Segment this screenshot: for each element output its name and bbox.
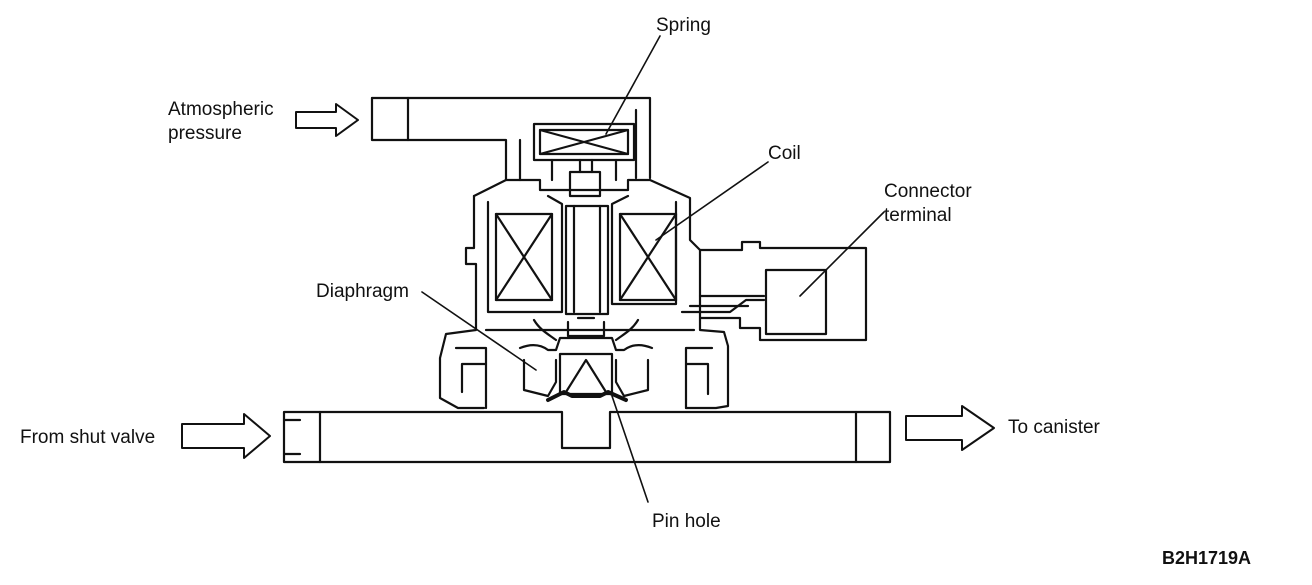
leader-coil — [655, 161, 769, 241]
inflow-arrow-icon — [181, 413, 271, 459]
figure-reference: B2H1719A — [1162, 548, 1252, 568]
from-shut-valve-label: From shut valve — [20, 427, 156, 448]
connector-label-line1: Connector — [884, 181, 972, 202]
leader-pin-hole — [611, 395, 649, 503]
outflow-arrow-icon — [905, 405, 995, 451]
coil-label: Coil — [768, 143, 801, 164]
atmospheric-label-line2: pressure — [168, 123, 242, 144]
leader-spring — [605, 35, 661, 135]
coil-windings — [494, 212, 678, 302]
solenoid-body — [464, 158, 702, 322]
leader-lines — [421, 35, 885, 503]
connector-terminal-block — [680, 240, 868, 342]
pin-hole-label: Pin hole — [652, 511, 721, 532]
atmospheric-arrow-icon — [295, 103, 359, 137]
atmospheric-label-line1: Atmospheric — [168, 99, 274, 120]
leader-connector — [799, 211, 885, 297]
main-flow-pipe — [282, 410, 892, 464]
connector-label-line2: terminal — [884, 205, 952, 226]
diaphragm-assembly — [518, 316, 654, 402]
lower-valve-body — [438, 318, 730, 410]
leader-diaphragm — [421, 291, 537, 371]
spring-housing — [532, 122, 636, 182]
atmospheric-inlet-pipe — [370, 96, 652, 182]
diaphragm-label: Diaphragm — [316, 281, 409, 302]
flow-arrows — [181, 103, 995, 459]
to-canister-label: To canister — [1008, 417, 1100, 438]
spring-label: Spring — [656, 15, 711, 36]
